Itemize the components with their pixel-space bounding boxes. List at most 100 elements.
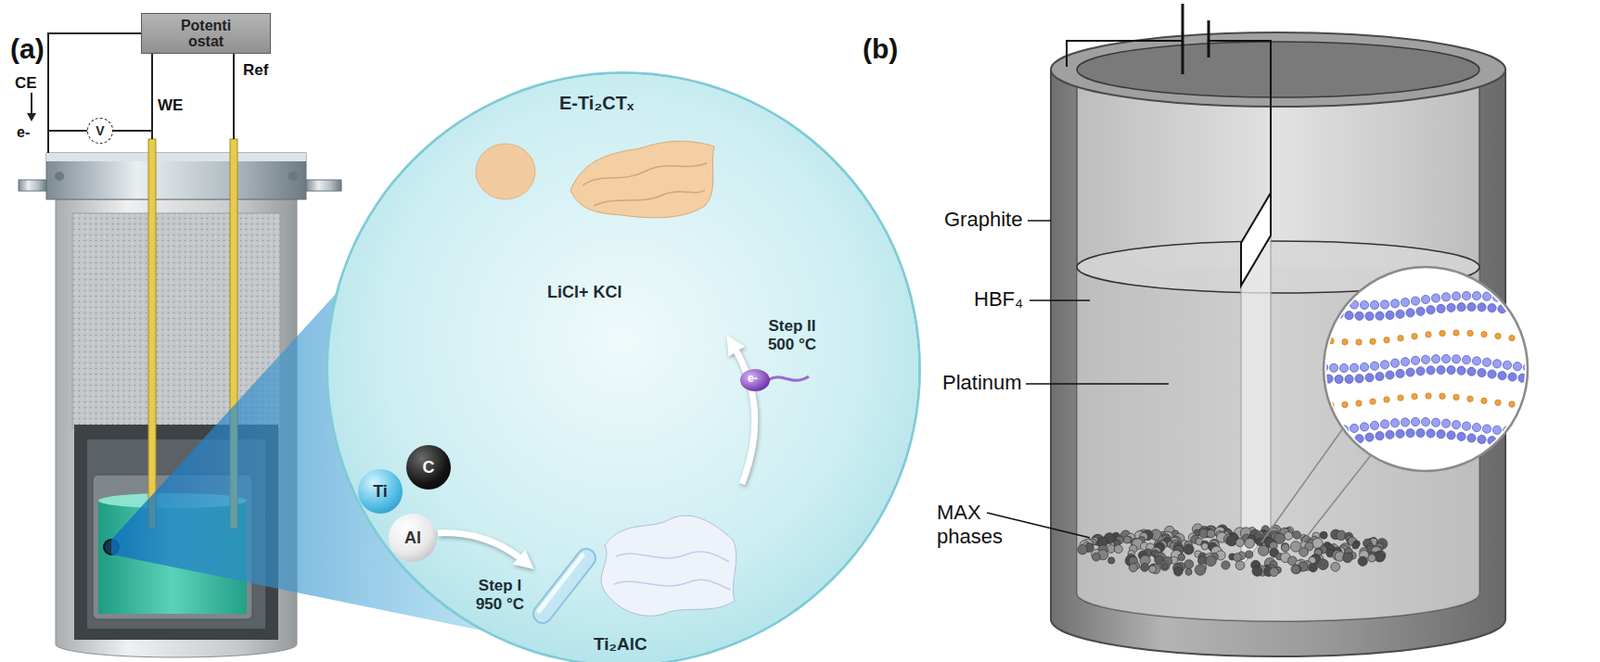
powder-grain [1292,531,1302,540]
lattice-atom [1492,359,1501,369]
lattice-atom [1436,365,1446,374]
structure-zoom [1323,267,1528,472]
reference-wire [232,53,235,140]
max-rod [542,558,587,615]
powder-grain [1299,548,1309,558]
lattice-atom [1339,299,1348,308]
node-label: C [422,458,436,478]
lattice-atom [1395,309,1405,319]
lattice-atom [1446,431,1456,440]
lattice-atom [1518,373,1527,383]
powder-grain [1357,556,1368,566]
crucible-rim [1050,32,1506,107]
lattice-atom [1416,428,1425,437]
powder-grain [1291,564,1301,575]
electrode-label: CE [14,74,38,93]
lattice-atom [1461,291,1471,300]
lattice-atom [1375,311,1384,320]
powder-grain [1140,563,1150,572]
lattice-atom [1457,303,1466,312]
lattice-atom [1420,294,1430,304]
lattice-atom [1487,304,1497,313]
powder-grain [1331,563,1341,573]
powder-grain [1206,529,1216,538]
step-label: Step II 500 °C [758,317,826,355]
leader-line [1029,299,1090,302]
interlayer-atom [1397,395,1404,401]
powder-grain [1233,553,1242,563]
flake-wrinkle [614,579,731,590]
lattice-atom [1365,433,1374,442]
lattice-atom [1508,372,1517,382]
lattice-atom [1375,371,1384,381]
potentiostat-box: Potenti ostat [140,12,271,54]
electron-label: e- [16,124,30,141]
powder-grain [1174,567,1184,577]
lattice-atom [1523,363,1532,372]
interlayer-atom [1397,335,1404,342]
part-label: HBF₄ [973,287,1024,312]
electron-label: e- [747,371,758,385]
lattice-atom [1365,311,1374,320]
lattice-atom [1492,293,1501,302]
interlayer-atom [1481,397,1487,404]
node-label: Ti [372,482,388,502]
lattice-atom [1406,429,1415,438]
lattice-atom [1416,307,1425,316]
battery-plate [1181,3,1185,75]
powder-grain [1245,550,1254,559]
lattice-atom [1477,303,1486,312]
flake-wrinkle [582,163,707,186]
layered-structure [1308,291,1543,447]
lattice-atom [1308,362,1318,372]
lattice-atom [1308,295,1318,305]
lattice-atom [1334,436,1344,446]
interlayer-atom [1536,338,1543,345]
mxene-flake [570,140,715,218]
lattice-atom [1375,432,1384,441]
lattice-atom [1431,418,1440,427]
lattice-atom [1390,419,1399,428]
interlayer-atom [1536,402,1543,409]
powder-grain [1149,565,1157,574]
lattice-atom [1344,311,1354,320]
step-arrow [437,533,525,563]
lattice-atom [1318,426,1328,436]
interlayer-atom [1314,336,1320,343]
lattice-atom [1523,296,1532,306]
lattice-atom [1314,307,1323,317]
battery-plate [1207,20,1211,58]
lattice-atom [1482,358,1491,367]
interlayer-atom [1369,398,1376,405]
powder-grain [1343,552,1353,563]
zoom-leader [1298,455,1371,548]
part-label: Platinum [942,371,1023,396]
bolt [54,171,64,181]
powder-grain [1281,544,1291,553]
powder-grain [1128,563,1138,573]
lattice-atom [1518,307,1527,317]
lattice-atom [1359,362,1369,372]
lattice-atom [1472,292,1481,301]
lattice-atom [1400,298,1409,308]
electron-tail [768,376,809,381]
lattice-atom [1329,363,1338,372]
lattice-atom [1324,308,1333,318]
lattice-atom [1461,356,1471,365]
powder-grain [1106,545,1115,554]
node-label: Al [404,528,422,549]
powder-grain [1201,540,1210,550]
step-label: LiCl+ KCl [547,282,623,303]
lattice-atom [1487,436,1497,446]
interlayer-atom [1453,330,1460,336]
lattice-atom [1431,355,1440,364]
interlayer-atom [1342,339,1348,346]
interlayer-atom [1495,399,1501,406]
leader-line [1025,383,1169,385]
gas-pipe [306,179,342,192]
cathode-wire [1208,40,1271,193]
interlayer-atom [1509,334,1515,341]
powder-grain [1352,542,1359,550]
lattice-atom [1410,417,1420,426]
